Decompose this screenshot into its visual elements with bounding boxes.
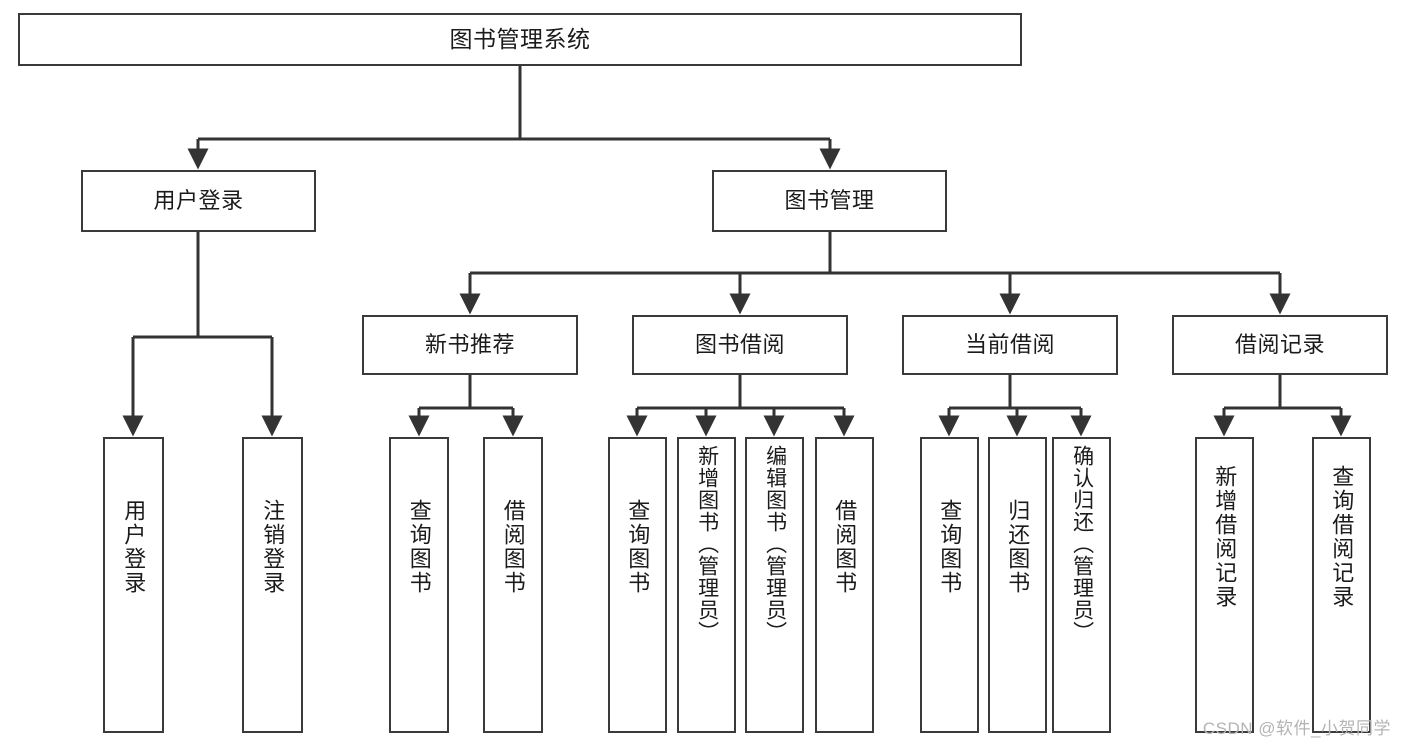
leaf-book-borrow-borrow-label: 借阅图书 [832, 499, 858, 595]
leaf-user-login-login[interactable]: 用户登录 [103, 437, 164, 733]
leaf-user-login-login-label: 用户登录 [121, 499, 147, 595]
leaf-book-borrow-edit-label: 编辑图书（管理员） [763, 445, 787, 643]
leaf-borrow-record-add[interactable]: 新增借阅记录 [1195, 437, 1254, 733]
leaf-book-borrow-query[interactable]: 查询图书 [608, 437, 667, 733]
leaf-user-login-logout-label: 注销登录 [260, 499, 286, 595]
leaf-book-borrow-add[interactable]: 新增图书（管理员） [677, 437, 736, 733]
node-new-book-recommend[interactable]: 新书推荐 [362, 315, 578, 375]
leaf-current-borrow-confirm-return[interactable]: 确认归还（管理员） [1052, 437, 1111, 733]
node-current-borrow-label: 当前借阅 [964, 332, 1055, 358]
node-current-borrow[interactable]: 当前借阅 [902, 315, 1118, 375]
node-root-book-management-system[interactable]: 图书管理系统 [18, 13, 1022, 66]
leaf-new-book-borrow-label: 借阅图书 [500, 499, 526, 595]
leaf-book-borrow-borrow[interactable]: 借阅图书 [815, 437, 874, 733]
leaf-user-login-logout[interactable]: 注销登录 [242, 437, 303, 733]
leaf-borrow-record-add-label: 新增借阅记录 [1212, 465, 1238, 609]
leaf-new-book-borrow[interactable]: 借阅图书 [483, 437, 543, 733]
leaf-borrow-record-query-label: 查询借阅记录 [1329, 465, 1355, 609]
node-user-login-label: 用户登录 [153, 188, 244, 214]
leaf-new-book-query-label: 查询图书 [406, 499, 432, 595]
leaf-book-borrow-query-label: 查询图书 [625, 499, 651, 595]
leaf-book-borrow-add-label: 新增图书（管理员） [695, 445, 719, 643]
node-borrow-record[interactable]: 借阅记录 [1172, 315, 1388, 375]
leaf-new-book-query[interactable]: 查询图书 [389, 437, 449, 733]
leaf-book-borrow-edit[interactable]: 编辑图书（管理员） [745, 437, 804, 733]
leaf-borrow-record-query[interactable]: 查询借阅记录 [1312, 437, 1371, 733]
leaf-current-borrow-return-label: 归还图书 [1005, 499, 1031, 595]
node-book-management[interactable]: 图书管理 [712, 170, 947, 232]
csdn-watermark: CSDN @软件_小贺同学 [1202, 719, 1391, 738]
node-new-book-recommend-label: 新书推荐 [424, 332, 515, 358]
leaf-current-borrow-query[interactable]: 查询图书 [920, 437, 979, 733]
leaf-current-borrow-return[interactable]: 归还图书 [988, 437, 1047, 733]
node-book-management-label: 图书管理 [784, 188, 875, 214]
node-book-borrow-label: 图书借阅 [694, 332, 785, 358]
leaf-current-borrow-confirm-return-label: 确认归还（管理员） [1070, 445, 1094, 643]
leaf-current-borrow-query-label: 查询图书 [937, 499, 963, 595]
node-root-label: 图书管理系统 [449, 26, 591, 53]
node-user-login[interactable]: 用户登录 [81, 170, 316, 232]
node-borrow-record-label: 借阅记录 [1234, 332, 1325, 358]
node-book-borrow[interactable]: 图书借阅 [632, 315, 848, 375]
